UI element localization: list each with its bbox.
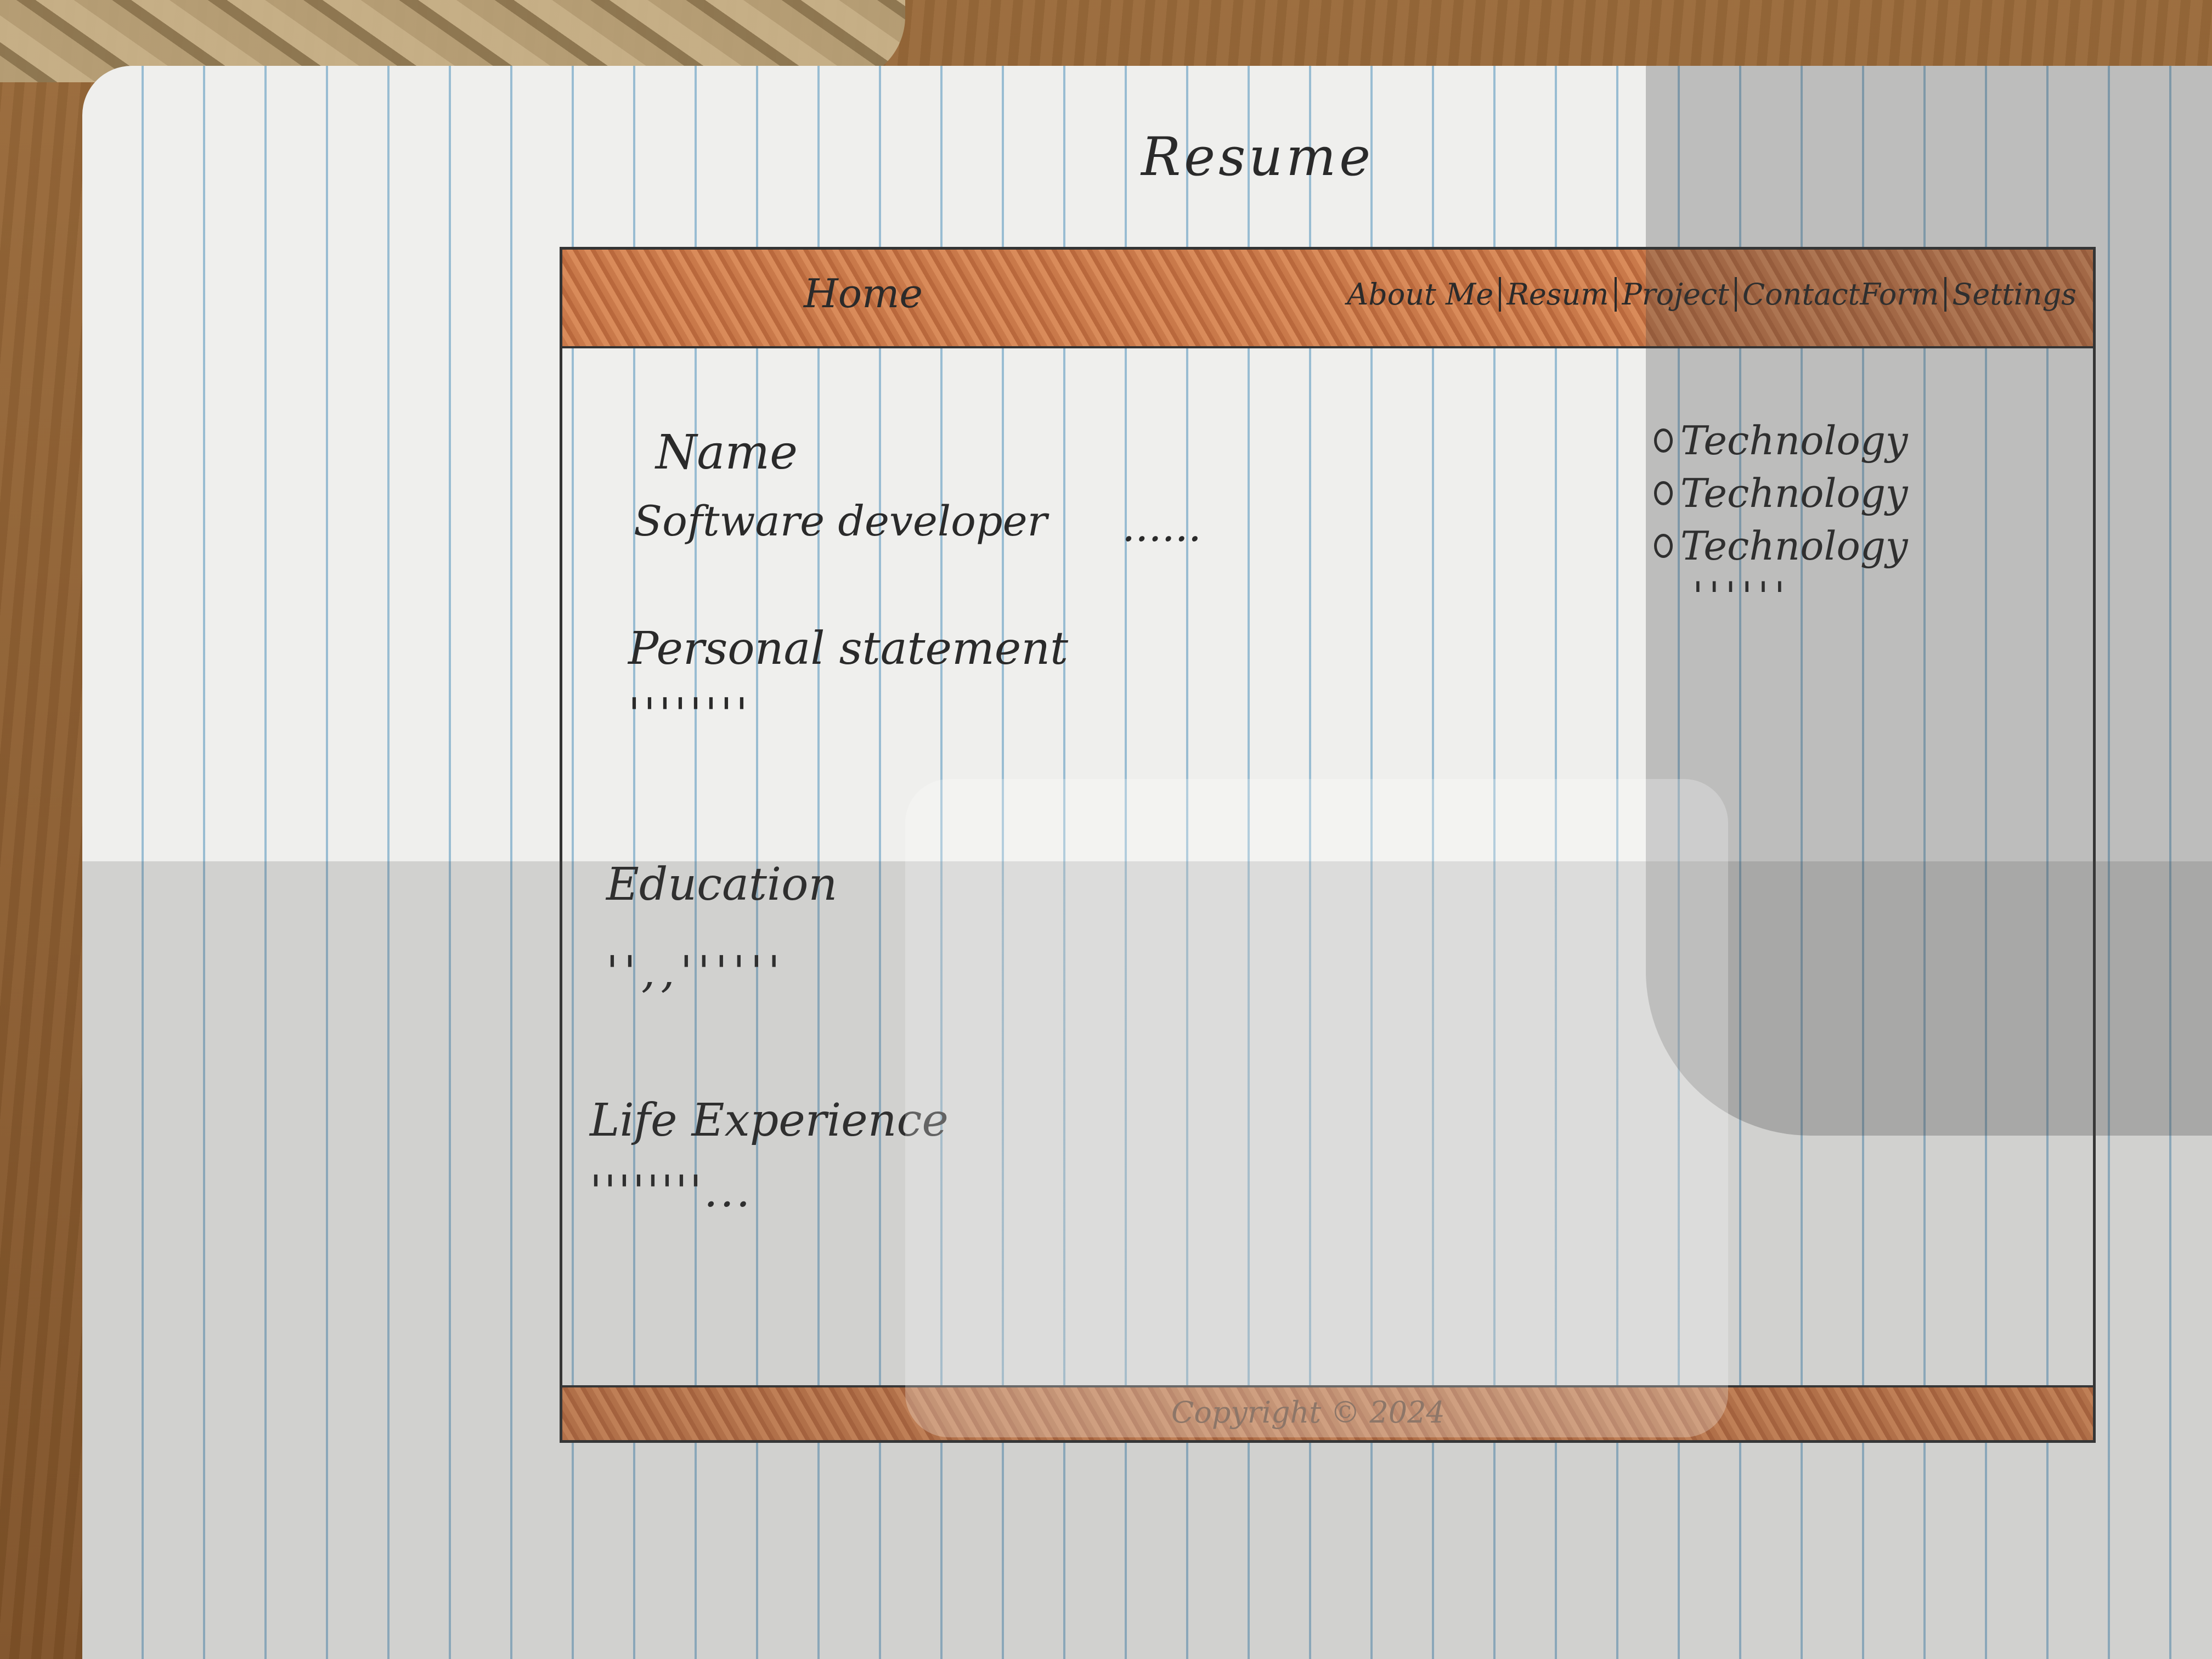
footer-copyright: Copyright © 2024 <box>1171 1395 1445 1430</box>
technology-label: Technology <box>1680 470 1908 516</box>
nav-link-settings[interactable]: Settings <box>1952 277 2076 312</box>
education-placeholder: '',,'''''' <box>606 946 786 997</box>
shadow-band <box>82 861 2212 1659</box>
technology-item: Technology <box>1654 414 1908 467</box>
notebook-paper: Resume Home About Me Resum Project Conta… <box>82 66 2212 1659</box>
technology-label: Technology <box>1680 523 1908 569</box>
personal-statement-placeholder: '''''''' <box>628 689 751 740</box>
nav-link-about-me[interactable]: About Me <box>1341 277 1502 312</box>
life-experience-heading: Life Experience <box>590 1094 949 1147</box>
light-patch <box>905 779 1728 1437</box>
technology-list: Technology Technology Technology <box>1654 414 1908 572</box>
technology-item: Technology <box>1654 467 1908 520</box>
hand-shadow <box>1646 66 2212 1136</box>
nav-link-contact-form[interactable]: ContactForm <box>1737 277 1947 312</box>
nav-links: About Me Resum Project ContactForm Setti… <box>1341 277 2082 312</box>
profile-role-continuation: ...... <box>1122 502 1201 551</box>
wireframe-page: Home About Me Resum Project ContactForm … <box>560 247 2096 1443</box>
life-experience-placeholder: ''''''''... <box>590 1166 753 1217</box>
footer-bar: Copyright © 2024 <box>562 1385 2093 1440</box>
circle-bullet-icon <box>1654 534 1673 558</box>
nav-link-project[interactable]: Project <box>1617 277 1737 312</box>
nav-bar: Home About Me Resum Project ContactForm … <box>562 250 2093 348</box>
page-title: Resume <box>1141 126 1374 188</box>
technology-more: '''''' <box>1692 573 1791 619</box>
technology-label: Technology <box>1680 417 1908 464</box>
personal-statement-heading: Personal statement <box>628 623 1069 675</box>
technology-item: Technology <box>1654 520 1908 572</box>
education-heading: Education <box>606 859 838 911</box>
circle-bullet-icon <box>1654 481 1673 505</box>
nav-home-link[interactable]: Home <box>804 270 923 317</box>
profile-role: Software developer <box>634 496 1047 545</box>
circle-bullet-icon <box>1654 428 1673 453</box>
nav-link-resume[interactable]: Resum <box>1501 277 1617 312</box>
profile-name: Name <box>656 425 798 480</box>
